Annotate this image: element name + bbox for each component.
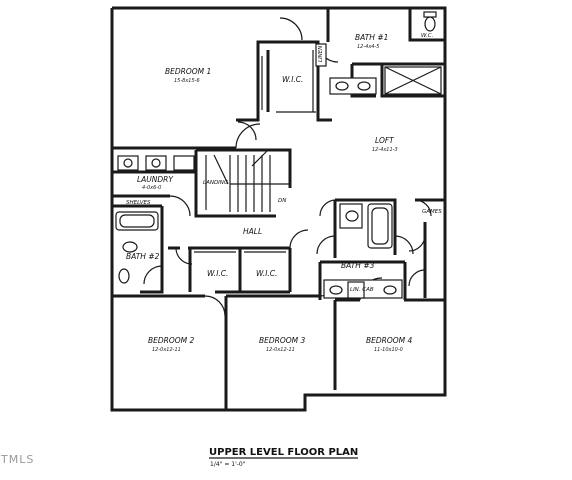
wic-master-label: W.I.C. bbox=[282, 75, 303, 84]
fixtures bbox=[115, 11, 442, 299]
bedroom3-dims: 12-0x12-11 bbox=[266, 347, 295, 353]
plan-title: UPPER LEVEL FLOOR PLAN bbox=[209, 447, 358, 458]
wic2-label: W.I.C. bbox=[207, 269, 228, 278]
lin-cab-label: LIN. CAB bbox=[350, 287, 374, 293]
bedroom1-dims: 15-8x15-6 bbox=[174, 78, 200, 84]
door-swings bbox=[143, 17, 432, 317]
bath3-label: BATH #3 bbox=[341, 261, 375, 270]
exterior-walls bbox=[110, 6, 447, 412]
loft-dims: 12-4x11-3 bbox=[372, 147, 398, 153]
landing-label: LANDING bbox=[203, 180, 228, 186]
room-labels: BEDROOM 1 15-8x15-6 W.I.C. LINEN BATH #1… bbox=[126, 33, 442, 353]
bedroom2-label: BEDROOM 2 bbox=[148, 336, 195, 345]
shelves-label: SHELVES bbox=[126, 200, 151, 206]
watermark: TMLS bbox=[0, 453, 34, 466]
title-block: UPPER LEVEL FLOOR PLAN 1/4" = 1'-0" bbox=[209, 447, 358, 468]
laundry-dims: 4-0x6-0 bbox=[142, 185, 161, 191]
stair-down-label: DN bbox=[278, 198, 286, 204]
bath1-label: BATH #1 bbox=[355, 33, 388, 42]
wic3-label: W.I.C. bbox=[256, 269, 277, 278]
loft-label: LOFT bbox=[375, 136, 395, 145]
linen-label: LINEN bbox=[318, 46, 324, 62]
laundry-label: LAUNDRY bbox=[137, 175, 174, 184]
wc-label: W.C. bbox=[421, 33, 434, 39]
bedroom2-dims: 12-0x12-11 bbox=[152, 347, 181, 353]
interior-walls bbox=[112, 8, 445, 410]
bath1-dims: 12-4x4-5 bbox=[357, 44, 379, 50]
bedroom3-label: BEDROOM 3 bbox=[259, 336, 306, 345]
bedroom1-label: BEDROOM 1 bbox=[165, 67, 211, 76]
hall-label: HALL bbox=[243, 227, 262, 236]
bath2-label: BATH #2 bbox=[126, 252, 160, 261]
stairs bbox=[205, 149, 290, 212]
plan-scale: 1/4" = 1'-0" bbox=[210, 461, 246, 468]
bedroom4-dims: 11-10x10-0 bbox=[374, 347, 403, 353]
bedroom4-label: BEDROOM 4 bbox=[366, 336, 413, 345]
games-label: GAMES bbox=[422, 209, 442, 215]
